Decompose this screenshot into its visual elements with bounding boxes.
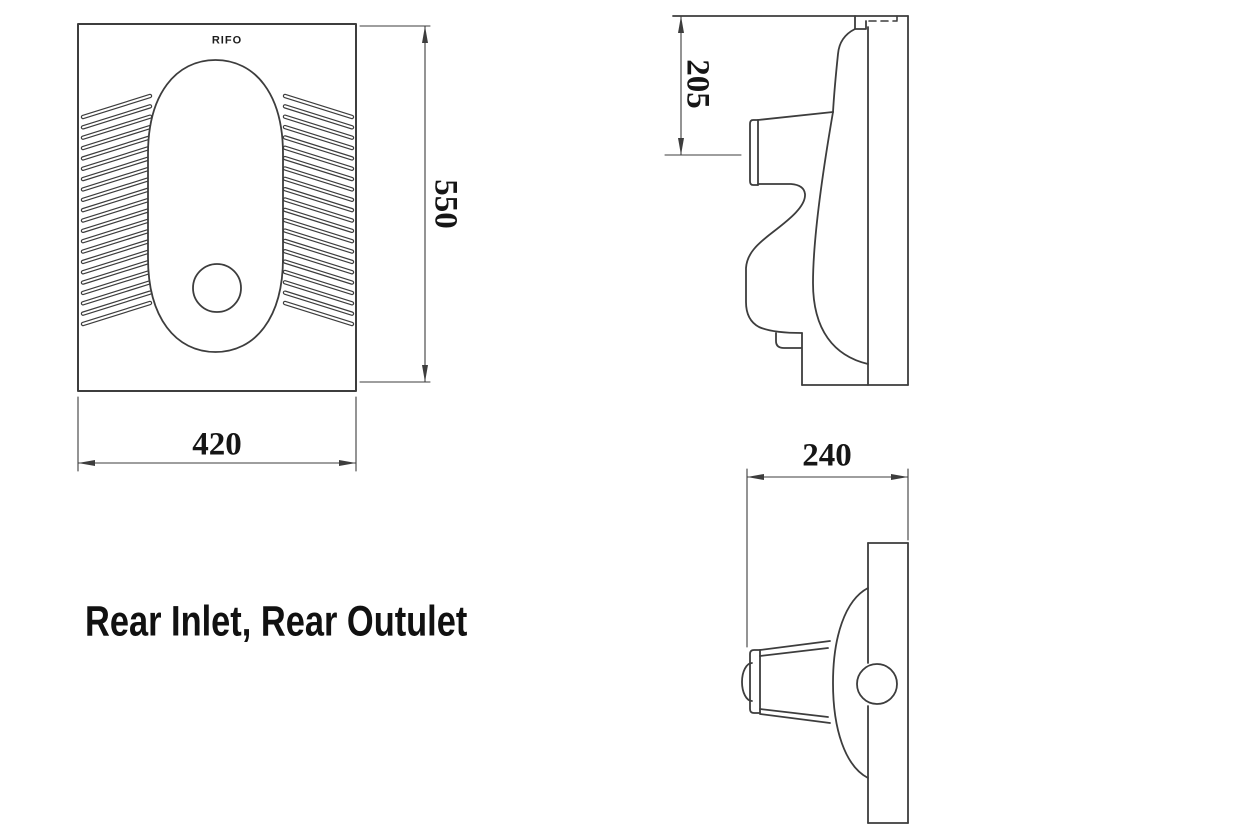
grip-rib bbox=[285, 148, 352, 169]
foot-stub bbox=[776, 333, 801, 348]
spigot-end-cap bbox=[750, 120, 758, 185]
grip-rib bbox=[285, 117, 352, 138]
grip-rib bbox=[83, 179, 150, 200]
arrow-left-icon bbox=[78, 460, 95, 466]
grip-rib bbox=[285, 179, 352, 200]
grip-rib bbox=[83, 117, 150, 138]
grip-ribs bbox=[83, 96, 352, 324]
grip-rib bbox=[285, 96, 352, 117]
grip-rib bbox=[83, 272, 150, 293]
grip-rib bbox=[83, 137, 150, 158]
grip-rib bbox=[285, 282, 352, 303]
dim-550-lines bbox=[360, 26, 430, 382]
rear-view-drawing bbox=[742, 469, 908, 823]
inlet-opening-arc bbox=[742, 663, 752, 701]
grip-rib bbox=[83, 127, 150, 148]
grip-rib bbox=[285, 158, 352, 179]
grip-rib bbox=[285, 293, 352, 314]
platform-oval bbox=[148, 60, 283, 352]
arrow-left-icon bbox=[747, 474, 764, 480]
grip-rib bbox=[83, 303, 150, 324]
top-view-drawing bbox=[78, 24, 430, 471]
grip-rib bbox=[83, 158, 150, 179]
grip-rib bbox=[285, 189, 352, 210]
grip-rib bbox=[83, 262, 150, 283]
arrow-down-icon bbox=[422, 365, 428, 382]
dim-420-label: 420 bbox=[192, 426, 242, 463]
grip-rib bbox=[83, 231, 150, 252]
caption-text: Rear Inlet, Rear Outulet bbox=[85, 597, 468, 646]
grip-rib bbox=[83, 168, 150, 189]
dim-550-label: 550 bbox=[427, 179, 464, 229]
grip-rib bbox=[83, 148, 150, 169]
grip-rib bbox=[83, 210, 150, 231]
grip-rib bbox=[83, 106, 150, 127]
dim-240-lines bbox=[747, 469, 908, 647]
drain-hole-circle bbox=[193, 264, 241, 312]
arrow-up-icon bbox=[678, 16, 684, 33]
grip-rib bbox=[83, 220, 150, 241]
grip-rib bbox=[83, 96, 150, 117]
grip-rib bbox=[285, 220, 352, 241]
inlet-end-cap bbox=[750, 650, 760, 713]
grip-rib bbox=[285, 200, 352, 221]
grip-rib bbox=[83, 200, 150, 221]
grip-rib bbox=[285, 272, 352, 293]
arrow-up-icon bbox=[422, 26, 428, 43]
grip-rib bbox=[285, 137, 352, 158]
front-profile-curve bbox=[833, 29, 855, 112]
trap-dome-curve bbox=[833, 588, 868, 778]
grip-rib bbox=[285, 168, 352, 189]
back-plate bbox=[868, 543, 908, 823]
arrow-down-icon bbox=[678, 138, 684, 155]
dim-240-label: 240 bbox=[802, 437, 852, 474]
grip-rib bbox=[83, 251, 150, 272]
dim-205-lines bbox=[665, 16, 741, 155]
grip-rib bbox=[285, 106, 352, 127]
grip-rib bbox=[285, 210, 352, 231]
grip-rib bbox=[285, 231, 352, 252]
grip-rib bbox=[285, 127, 352, 148]
side-view-drawing bbox=[665, 16, 908, 385]
arrow-right-icon bbox=[891, 474, 908, 480]
dim-420-lines bbox=[78, 397, 356, 471]
grip-rib bbox=[285, 303, 352, 324]
grip-rib bbox=[83, 282, 150, 303]
spigot-top-edge bbox=[758, 112, 833, 120]
inlet-cone bbox=[742, 641, 830, 723]
grip-rib bbox=[83, 189, 150, 210]
grip-rib bbox=[285, 262, 352, 283]
grip-rib bbox=[285, 251, 352, 272]
trap-profile-curve bbox=[746, 184, 805, 333]
arrow-right-icon bbox=[339, 460, 356, 466]
grip-rib bbox=[83, 293, 150, 314]
pan-outline-rect bbox=[78, 24, 356, 391]
top-notch bbox=[855, 16, 866, 29]
brand-logo: RIFO bbox=[211, 34, 243, 47]
grip-rib bbox=[285, 241, 352, 262]
grip-rib bbox=[83, 241, 150, 262]
outlet-circle bbox=[857, 664, 897, 704]
dim-205-label: 205 bbox=[679, 59, 716, 109]
bowl-inner-curve bbox=[813, 112, 868, 364]
